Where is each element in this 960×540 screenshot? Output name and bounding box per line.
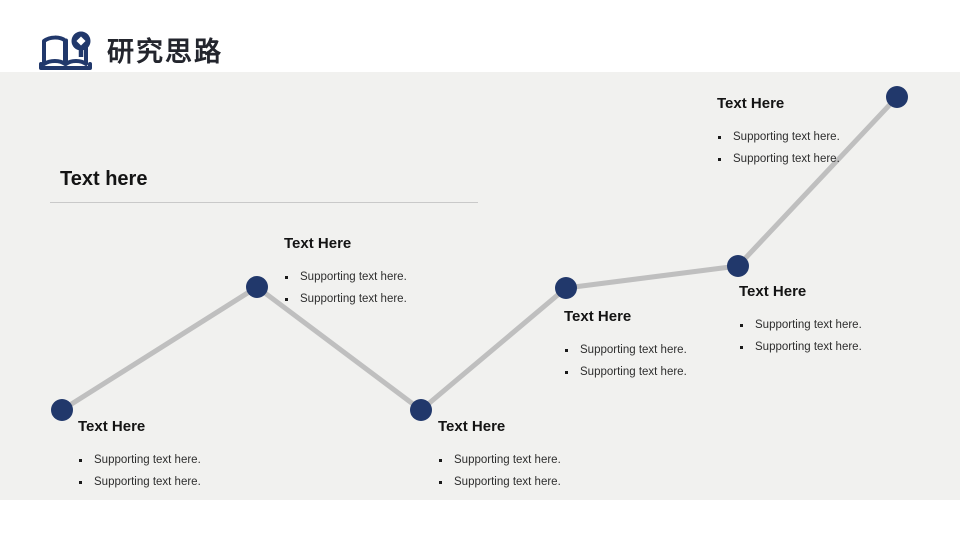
node-label: Text Here xyxy=(739,283,807,300)
node-label: Text Here xyxy=(564,308,632,325)
node-dot xyxy=(246,276,268,298)
book-pin-icon xyxy=(38,31,94,79)
bullet-text: Supporting text here. xyxy=(755,341,862,353)
bullet-icon xyxy=(79,458,82,462)
slide-title: 研究思路 xyxy=(107,37,223,67)
node-dot xyxy=(51,399,73,421)
bullet-text: Supporting text here. xyxy=(580,344,687,356)
bullet-item: Supporting text here. xyxy=(564,361,687,383)
bullet-text: Supporting text here. xyxy=(454,476,561,488)
node-label: Text Here xyxy=(438,418,506,435)
bullet-item: Supporting text here. xyxy=(78,449,201,471)
connector-line xyxy=(60,95,899,414)
bullet-icon xyxy=(718,157,721,161)
bullet-text: Supporting text here. xyxy=(300,271,407,283)
node-block-5: Text Here Supporting text here. Supporti… xyxy=(739,282,862,358)
bullet-icon xyxy=(285,275,288,279)
bullet-item: Supporting text here. xyxy=(284,266,407,288)
node-label: Text Here xyxy=(78,418,146,435)
bullet-text: Supporting text here. xyxy=(300,293,407,305)
bullet-text: Supporting text here. xyxy=(454,454,561,466)
bullet-text: Supporting text here. xyxy=(94,454,201,466)
bullet-item: Supporting text here. xyxy=(78,471,201,493)
bullet-item: Supporting text here. xyxy=(438,471,561,493)
node-block-2: Text Here Supporting text here. Supporti… xyxy=(284,234,407,310)
bullet-text: Supporting text here. xyxy=(580,366,687,378)
node-block-3: Text Here Supporting text here. Supporti… xyxy=(438,417,561,493)
bullet-icon xyxy=(79,480,82,484)
node-dot xyxy=(555,277,577,299)
bullet-text: Supporting text here. xyxy=(733,131,840,143)
node-dot xyxy=(410,399,432,421)
bullet-text: Supporting text here. xyxy=(733,153,840,165)
bullet-icon xyxy=(740,323,743,327)
bullet-item: Supporting text here. xyxy=(739,336,862,358)
bullet-icon xyxy=(565,370,568,374)
bullet-item: Supporting text here. xyxy=(739,314,862,336)
node-dot xyxy=(886,86,908,108)
node-dot xyxy=(727,255,749,277)
bullet-icon xyxy=(439,480,442,484)
node-block-6: Text Here Supporting text here. Supporti… xyxy=(717,94,840,170)
bullet-icon xyxy=(285,297,288,301)
slide-header: 研究思路 xyxy=(38,31,223,79)
node-label: Text Here xyxy=(284,235,352,252)
node-label: Text Here xyxy=(717,95,785,112)
bullet-icon xyxy=(439,458,442,462)
content-background-band xyxy=(0,72,960,500)
bullet-item: Supporting text here. xyxy=(438,449,561,471)
node-block-4: Text Here Supporting text here. Supporti… xyxy=(564,307,687,383)
section-heading: Text here xyxy=(60,168,148,190)
bullet-icon xyxy=(565,348,568,352)
bullet-item: Supporting text here. xyxy=(717,148,840,170)
bullet-item: Supporting text here. xyxy=(717,126,840,148)
bullet-icon xyxy=(740,345,743,349)
bullet-text: Supporting text here. xyxy=(755,319,862,331)
bullet-item: Supporting text here. xyxy=(564,339,687,361)
section-underline xyxy=(50,202,478,203)
bullet-text: Supporting text here. xyxy=(94,476,201,488)
bullet-icon xyxy=(718,135,721,139)
node-block-1: Text Here Supporting text here. Supporti… xyxy=(78,417,201,493)
bullet-item: Supporting text here. xyxy=(284,288,407,310)
